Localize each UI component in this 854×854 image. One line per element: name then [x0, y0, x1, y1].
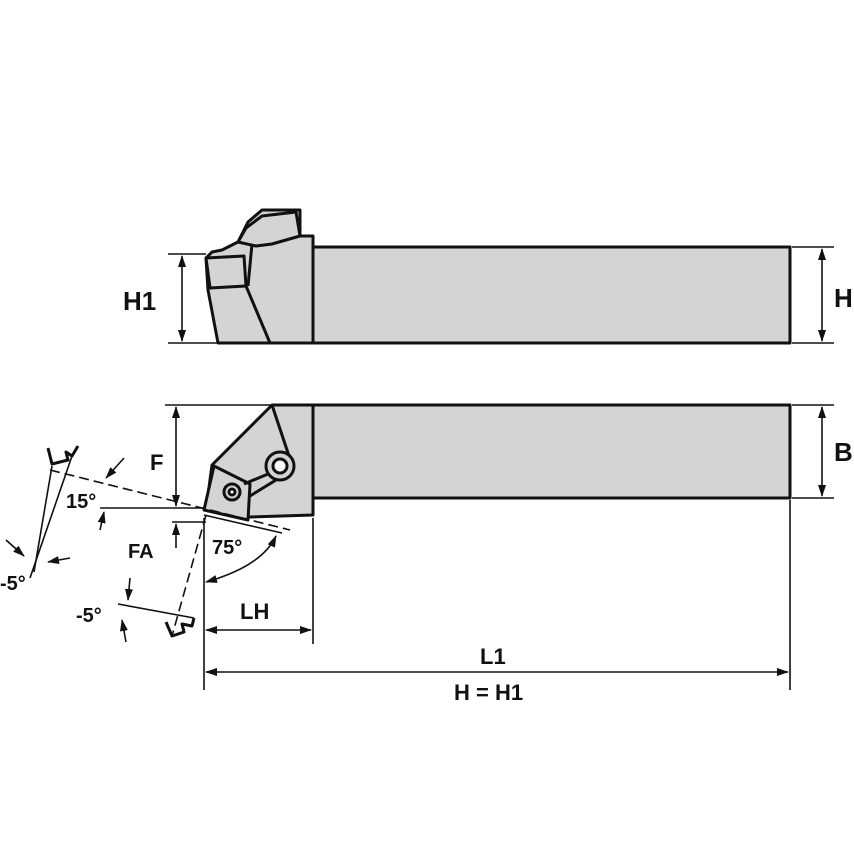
top-view-shank — [311, 403, 792, 500]
angle-75-dimension: 75° — [203, 514, 283, 583]
h-label: H — [834, 283, 853, 313]
angle-neg5-top-label: -5° — [0, 573, 26, 595]
angle-15-label: 15° — [66, 491, 96, 513]
side-view-shank — [311, 245, 792, 345]
neg5-top-detail: -5° — [0, 445, 80, 595]
h-dimension: H — [792, 246, 853, 344]
side-view-seat — [244, 243, 272, 344]
l1-label: L1 — [480, 644, 506, 669]
b-dimension: B — [792, 404, 853, 499]
f-label: F — [150, 450, 163, 475]
top-view — [202, 403, 792, 522]
lh-label: LH — [240, 599, 269, 624]
clamp-screw-large-hex — [271, 457, 289, 475]
angle-neg5-bottom-label: -5° — [76, 605, 102, 627]
angle-75-label: 75° — [212, 537, 242, 559]
side-view-clamp — [236, 210, 302, 248]
h-eq-h1-label: H = H1 — [454, 680, 523, 705]
fa-label: FA — [128, 541, 154, 563]
h1-label: H1 — [123, 286, 156, 316]
angle-15-dimension: 15° — [49, 457, 291, 531]
fa-dimension: FA — [100, 507, 206, 563]
f-dimension: F — [150, 404, 272, 507]
lh-dimension: LH — [203, 518, 314, 690]
h1-dimension: H1 — [123, 253, 218, 344]
neg5-bottom-detail: -5° — [76, 514, 207, 643]
l1-dimension: L1 H = H1 — [205, 500, 791, 705]
b-label: B — [834, 437, 853, 467]
side-view-insert — [204, 254, 248, 290]
side-view — [204, 208, 792, 345]
